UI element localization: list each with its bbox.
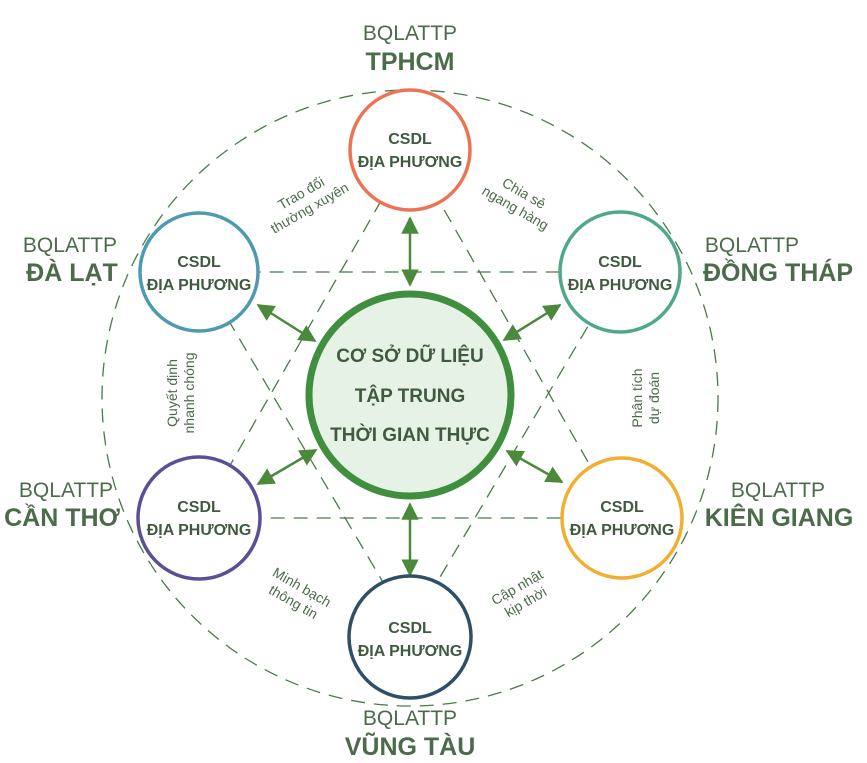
edge-label-trao-doi: Trao đổi thường xuyên — [268, 173, 351, 236]
arrow-kien-giang — [505, 449, 564, 484]
edge-label-quyet-dinh: Quyết định nhanh chóng — [164, 353, 197, 434]
central-database: CƠ SỞ DỮ LIỆU TẬP TRUNG THỜI GIAN THỰC — [305, 290, 515, 500]
edge-quyet-dinh-line1: Quyết định — [164, 359, 180, 427]
org-label-dong-thap: BQLATTP — [705, 234, 799, 257]
node-can-tho-line2: ĐỊA PHƯƠNG — [147, 522, 252, 539]
node-dong-thap-line1: CSDL — [598, 254, 642, 271]
edge-quyet-dinh-line2: nhanh chóng — [181, 353, 197, 434]
node-dong-thap-line2: ĐỊA PHƯƠNG — [568, 277, 673, 294]
arrow-can-tho — [256, 448, 318, 486]
region-label-tphcm: BQLATTP TPHCM — [363, 22, 457, 76]
node-tphcm: CSDL ĐỊA PHƯƠNG — [348, 88, 472, 212]
node-circle-can-tho — [136, 455, 262, 581]
arrow-dong-thap — [502, 303, 562, 342]
edge-label-minh-bach: Minh bạch thông tin — [266, 564, 334, 622]
node-tphcm-line2: ĐỊA PHƯƠNG — [358, 154, 463, 171]
node-tphcm-line1: CSDL — [388, 131, 432, 148]
node-da-lat: CSDL ĐỊA PHƯƠNG — [138, 211, 260, 333]
connector-arrows — [256, 216, 564, 577]
node-da-lat-line1: CSDL — [177, 254, 221, 271]
node-can-tho: CSDL ĐỊA PHƯƠNG — [136, 455, 262, 581]
city-label-vung-tau: VŨNG TÀU — [345, 731, 476, 761]
central-circle — [305, 290, 515, 500]
region-label-kien-giang: BQLATTP KIÊN GIANG — [705, 479, 854, 532]
edge-label-cap-nhat: Cập nhật kịp thời — [488, 566, 549, 620]
edge-label-chia-se: Chia sẻ ngang hàng — [479, 174, 551, 233]
city-label-da-lat: ĐÀ LẠT — [26, 258, 118, 287]
node-circle-dong-thap — [558, 210, 682, 334]
node-dong-thap: CSDL ĐỊA PHƯƠNG — [558, 210, 682, 334]
node-vung-tau-line2: ĐỊA PHƯƠNG — [358, 643, 463, 660]
city-label-can-tho: CẦN THƠ — [4, 503, 120, 532]
node-kien-giang-line1: CSDL — [600, 499, 644, 516]
city-label-kien-giang: KIÊN GIANG — [705, 502, 854, 532]
region-label-can-tho: BQLATTP CẦN THƠ — [4, 479, 120, 532]
arrow-da-lat — [256, 303, 317, 343]
center-line-2: TẬP TRUNG — [355, 385, 465, 407]
org-label-tphcm: BQLATTP — [363, 22, 457, 45]
edge-phan-tich-line2: dự đoán — [646, 372, 662, 424]
node-can-tho-line1: CSDL — [177, 499, 221, 516]
org-label-kien-giang: BQLATTP — [731, 479, 825, 502]
city-label-tphcm: TPHCM — [366, 48, 455, 76]
region-label-dong-thap: BQLATTP ĐỒNG THÁP — [703, 234, 853, 287]
node-circle-da-lat — [138, 211, 260, 333]
org-label-can-tho: BQLATTP — [19, 479, 113, 502]
node-da-lat-line2: ĐỊA PHƯƠNG — [147, 277, 252, 294]
node-vung-tau-line1: CSDL — [388, 620, 432, 637]
org-label-vung-tau: BQLATTP — [363, 707, 457, 730]
city-label-dong-thap: ĐỒNG THÁP — [703, 257, 853, 287]
edge-label-phan-tich: Phân tích dự đoán — [629, 368, 662, 427]
edge-phan-tich-line1: Phân tích — [629, 368, 645, 427]
node-kien-giang: CSDL ĐỊA PHƯƠNG — [560, 456, 684, 580]
region-label-vung-tau: BQLATTP VŨNG TÀU — [345, 707, 476, 761]
node-vung-tau: CSDL ĐỊA PHƯƠNG — [347, 574, 473, 700]
center-line-3: THỜI GIAN THỰC — [330, 424, 490, 446]
node-kien-giang-line2: ĐỊA PHƯƠNG — [570, 522, 675, 539]
node-circle-tphcm — [348, 88, 472, 212]
node-circle-vung-tau — [347, 574, 473, 700]
node-circle-kien-giang — [560, 456, 684, 580]
region-label-da-lat: BQLATTP ĐÀ LẠT — [23, 234, 118, 287]
center-line-1: CƠ SỞ DỮ LIỆU — [336, 345, 483, 367]
org-label-da-lat: BQLATTP — [23, 234, 117, 257]
